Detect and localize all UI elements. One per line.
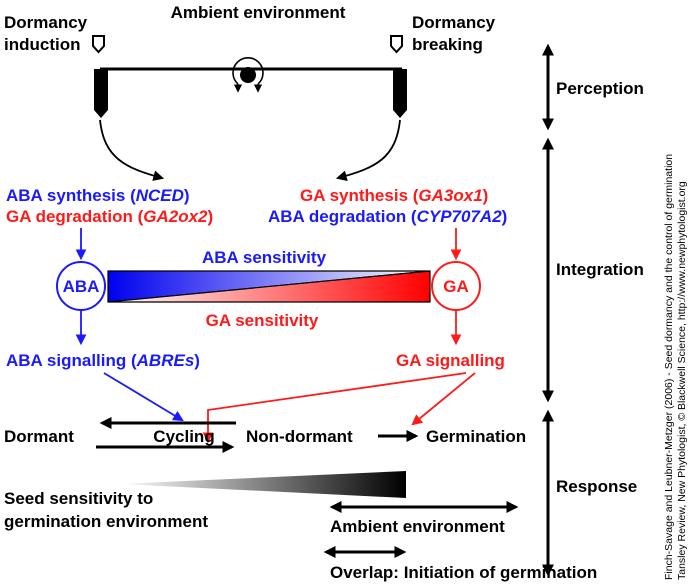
ga-synthesis-label: GA synthesis (GA3ox1) <box>300 186 488 205</box>
dormancy-breaking-label: Dormancy breaking <box>412 13 500 54</box>
right-bracket-post <box>393 69 407 118</box>
citation-line-1: Finch-Savage and Leubner-Metzger (2006) … <box>663 154 675 580</box>
breaking-marker-icon <box>390 35 403 54</box>
aba-synthesis-label: ABA synthesis (NCED) <box>6 186 190 205</box>
balance-pivot-icon <box>240 67 256 83</box>
ga-sensitivity-label: GA sensitivity <box>206 311 319 330</box>
ga-signalling-label: GA signalling <box>396 351 505 370</box>
left-bracket-post <box>94 69 108 118</box>
integration-stage-label: Integration <box>556 260 644 279</box>
cycling-state-label: Cycling <box>153 427 214 446</box>
dormant-state-label: Dormant <box>4 427 74 446</box>
aba-node-label: ABA <box>63 277 100 296</box>
seed-sensitivity-label: Seed sensitivity to germination environm… <box>4 489 208 531</box>
non-dormant-state-label: Non-dormant <box>246 427 353 446</box>
aba-signalling-label: ABA signalling (ABREs) <box>6 351 200 370</box>
perception-to-aba-arrow <box>99 119 165 181</box>
seed-sensitivity-wedge <box>120 471 406 498</box>
response-stage-label: Response <box>556 477 637 496</box>
aba-sensitivity-label: ABA sensitivity <box>202 248 327 267</box>
aba-degradation-label: ABA degradation (CYP707A2) <box>268 207 507 226</box>
ga-sensitivity-wedge <box>107 270 431 303</box>
citation-line-2: Tansley Review, New Phytologist, © Black… <box>676 181 688 580</box>
induction-marker-icon <box>92 35 105 54</box>
perception-to-ga-arrow <box>335 119 401 182</box>
ambient-environment-title: Ambient environment <box>171 3 346 22</box>
aba-signalling-to-cycling-arrow <box>103 372 184 422</box>
ga-signalling-to-cycling-arrow <box>202 372 467 444</box>
ga-node-label: GA <box>443 277 469 296</box>
dormancy-induction-label: Dormancy induction <box>4 13 92 54</box>
ambient-environment-bottom-label: Ambient environment <box>330 517 505 536</box>
pivot-rotation-arc-icon <box>232 57 264 85</box>
germination-state-label: Germination <box>426 427 526 446</box>
perception-stage-label: Perception <box>556 79 644 98</box>
ga-degradation-label: GA degradation (GA2ox2) <box>6 207 213 226</box>
ga-signalling-to-non-dormant-arrow <box>411 372 476 426</box>
overlap-label: Overlap: Initiation of germination <box>330 563 597 582</box>
